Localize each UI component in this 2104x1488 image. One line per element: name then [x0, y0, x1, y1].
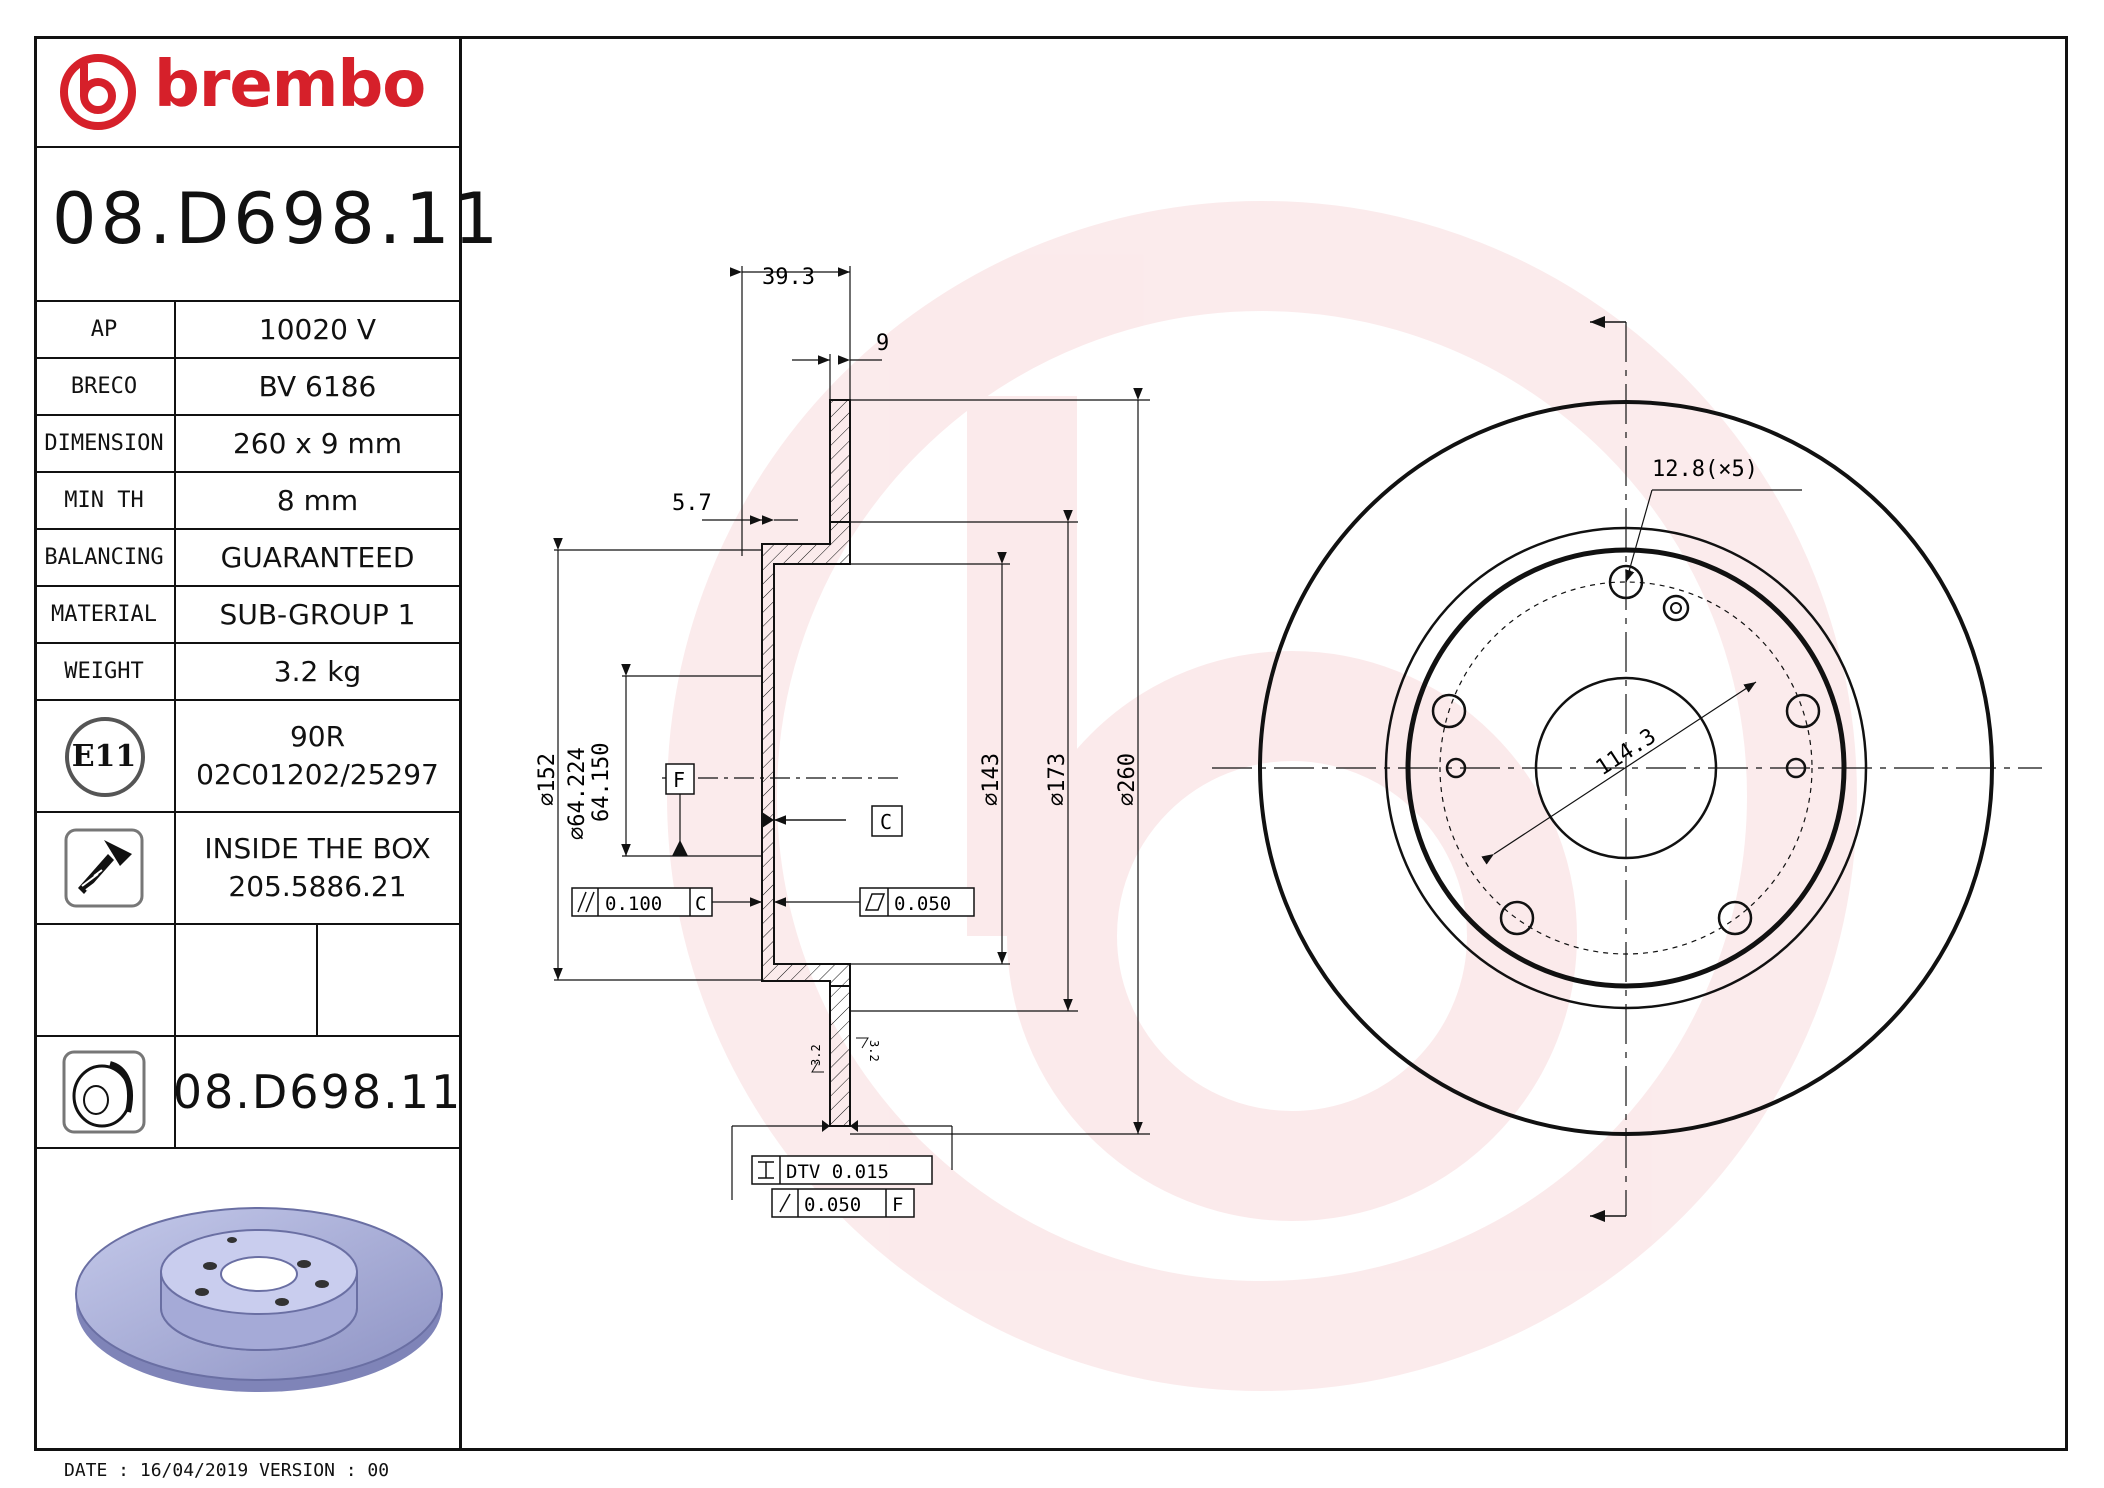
drawing-frame	[34, 36, 2068, 1451]
dtv-value: DTV 0.015	[786, 1161, 889, 1183]
dia-260: ⌀260	[1115, 753, 1140, 806]
spec-value: 10020 V	[258, 313, 377, 346]
dia-152: ⌀152	[535, 753, 560, 806]
brembo-logo-icon	[60, 54, 136, 130]
spec-row: WEIGHT 3.2 kg	[34, 644, 459, 701]
dim-5-7: 5.7	[672, 491, 712, 516]
datum-c: C	[880, 810, 892, 834]
disc-render-image	[75, 1207, 443, 1392]
dim-9: 9	[876, 331, 889, 356]
dia-64-150: 64.150	[589, 743, 614, 822]
tolerance-dtv: DTV 0.015	[751, 1155, 933, 1185]
box-row: INSIDE THE BOX 205.5886.21	[34, 813, 459, 925]
holes-label: 12.8(×5)	[1652, 457, 1758, 482]
datum-f: F	[673, 768, 685, 792]
bottom-part-row: 08.D698.11	[34, 1037, 463, 1149]
part-number-row: 08.D698.11	[34, 148, 498, 302]
spec-value: 260 x 9 mm	[232, 427, 403, 460]
spec-value: 3.2 kg	[273, 655, 362, 688]
empty-divider	[316, 925, 318, 1035]
approval-line1: 90R	[289, 720, 346, 753]
empty-cell	[34, 925, 176, 1035]
approval-badge-cell: E11	[34, 701, 176, 811]
spec-label: MATERIAL	[34, 587, 176, 642]
brembo-watermark	[667, 201, 1857, 1391]
tol-flat-value: 0.050	[894, 893, 951, 915]
approval-line2: 02C01202/25297	[196, 758, 439, 791]
dimension-lines	[553, 266, 1150, 1135]
disc-cross-section	[761, 399, 851, 1127]
screw-icon	[64, 828, 144, 908]
dia-143: ⌀143	[979, 753, 1004, 806]
spec-value: 8 mm	[276, 484, 359, 517]
disc-icon	[62, 1050, 146, 1134]
spec-row: MATERIAL SUB-GROUP 1	[34, 587, 459, 644]
bottom-part-number: 08.D698.11	[172, 1065, 463, 1119]
e-mark-badge-icon	[65, 717, 145, 797]
tolerance-parallelism: 0.100 C	[571, 887, 762, 917]
e-mark-badge: E11	[71, 738, 137, 774]
empty-row	[34, 925, 459, 1037]
tolerance-flatness: 0.050	[774, 887, 975, 917]
runout-value: 0.050	[804, 1194, 861, 1216]
spec-label: AP	[34, 302, 176, 357]
spec-label: MIN TH	[34, 473, 176, 528]
dia-173: ⌀173	[1045, 753, 1070, 806]
info-panel: brembo 08.D698.11 AP 10020 V BRECO BV 61…	[34, 36, 498, 1451]
tol-parallel-ref: C	[695, 893, 706, 915]
dim-39-3: 39.3	[762, 265, 815, 290]
approval-info: 90R 02C01202/25297	[176, 701, 459, 811]
spec-label: BRECO	[34, 359, 176, 414]
roughness-left: 3.2	[809, 1044, 823, 1066]
disc-front-view	[1212, 316, 2042, 1222]
spec-row: BALANCING GUARANTEED	[34, 530, 459, 587]
spec-row: BRECO BV 6186	[34, 359, 459, 416]
box-icon-cell	[34, 813, 176, 923]
spec-value: BV 6186	[258, 370, 377, 403]
technical-drawing: 39.3 9 5.7 ⌀152 ⌀64.224 64.150 ⌀143 ⌀173…	[535, 201, 2042, 1391]
disc-icon-cell	[34, 1037, 176, 1147]
spec-label: BALANCING	[34, 530, 176, 585]
tol-parallel-value: 0.100	[605, 893, 662, 915]
runout-ref: F	[892, 1194, 903, 1216]
tolerance-runout: 0.050 F	[771, 1188, 915, 1218]
spec-label: WEIGHT	[34, 644, 176, 699]
logo-row: brembo	[34, 36, 459, 148]
part-number: 08.D698.11	[52, 178, 503, 260]
footer-date-version: DATE : 16/04/2019 VERSION : 00	[64, 1460, 390, 1481]
spec-row: DIMENSION 260 x 9 mm	[34, 416, 459, 473]
spec-label: DIMENSION	[34, 416, 176, 471]
spec-value: GUARANTEED	[220, 541, 415, 574]
spec-value: SUB-GROUP 1	[219, 598, 416, 631]
dia-64-224: ⌀64.224	[565, 747, 590, 840]
box-info: INSIDE THE BOX 205.5886.21	[176, 813, 459, 923]
box-line1: INSIDE THE BOX	[204, 832, 431, 865]
box-line2: 205.5886.21	[228, 870, 407, 903]
spec-row: MIN TH 8 mm	[34, 473, 459, 530]
spec-row: AP 10020 V	[34, 302, 459, 359]
roughness-right: 3.2	[867, 1040, 881, 1062]
approval-row: E11 90R 02C01202/25297	[34, 701, 459, 813]
brand-name: brembo	[154, 48, 426, 122]
